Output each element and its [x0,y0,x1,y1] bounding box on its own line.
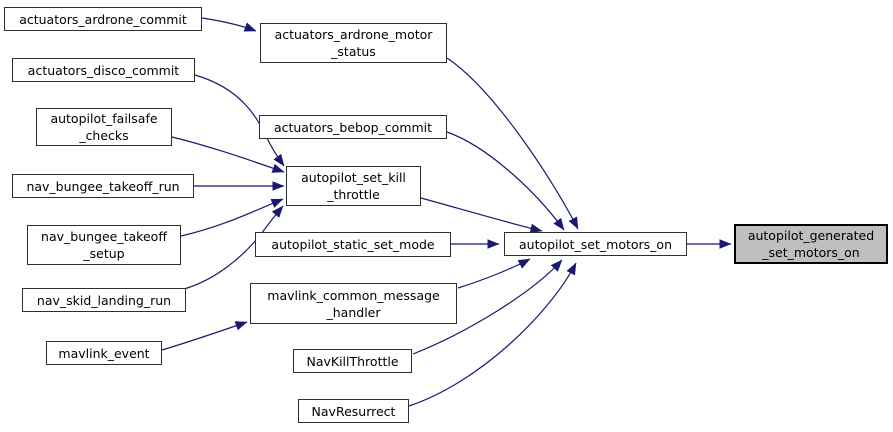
node-label-line: _set_motors_on [762,245,860,260]
node-label-line: autopilot_static_set_mode [271,237,435,252]
node-label-line: _checks [79,128,129,143]
edge-mavlink_event--to--mavlink_common_message_handler [161,321,248,351]
node-NavResurrect[interactable]: NavResurrect [298,399,409,423]
edge-autopilot_failsafe_checks--to--autopilot_set_kill_throttle [171,136,285,173]
node-NavKillThrottle[interactable]: NavKillThrottle [293,349,412,373]
node-label-line: actuators_ardrone_commit [19,11,187,27]
node-autopilot_set_kill_throttle[interactable]: autopilot_set_kill _throttle [286,166,421,206]
node-actuators_bebop_commit[interactable]: actuators_bebop_commit [259,115,447,139]
edge-nav_bungee_takeoff_setup--to--autopilot_set_kill_throttle [180,198,284,237]
node-autopilot_generated_set_motors_on: autopilot_generated _set_motors_on [734,224,888,264]
node-label-line: _status [331,44,376,59]
node-label-line: autopilot_set_motors_on [518,236,672,252]
node-mavlink_common_message_handler[interactable]: mavlink_common_message_handler [250,283,457,324]
node-actuators_ardrone_commit[interactable]: actuators_ardrone_commit [4,7,202,31]
node-nav_bungee_takeoff_setup[interactable]: nav_bungee_takeoff _setup [27,225,181,265]
node-autopilot_failsafe_checks[interactable]: autopilot_failsafe _checks [36,108,172,146]
node-label-line: nav_skid_landing_run [36,292,172,308]
node-label-line: autopilot_failsafe [50,111,158,126]
edge-actuators_ardrone_commit--to--actuators_ardrone_motor_status [201,17,257,32]
node-label-line: nav_bungee_takeoff_run [26,178,180,194]
node-label-line: actuators_ardrone_motor [274,27,433,42]
node-label-line: mavlink_event [58,345,150,361]
node-label-line: autopilot_set_kill [301,170,406,185]
node-label-line: actuators_disco_commit [27,62,180,78]
node-actuators_ardrone_motor_status[interactable]: actuators_ardrone_motor _status [260,23,447,63]
edge-actuators_bebop_commit--to--autopilot_set_motors_on [446,131,565,231]
node-label-line: mavlink_common_message [267,287,440,303]
node-label-line: nav_bungee_takeoff [41,229,167,244]
node-label-line: actuators_bebop_commit [273,119,433,135]
node-label-line: _handler [326,304,381,320]
edge-autopilot_set_kill_throttle--to--autopilot_set_motors_on [420,197,543,234]
node-nav_bungee_takeoff_run[interactable]: nav_bungee_takeoff_run [12,174,194,198]
node-mavlink_event[interactable]: mavlink_event [46,341,162,365]
node-label-line: NavKillThrottle [306,353,399,369]
edge-NavKillThrottle--to--autopilot_set_motors_on [412,259,563,355]
node-actuators_disco_commit[interactable]: actuators_disco_commit [12,58,195,82]
node-label-line: NavResurrect [311,403,396,419]
node-autopilot_set_motors_on[interactable]: autopilot_set_motors_on [504,232,687,256]
node-label-line: autopilot_generated [747,228,875,243]
edge-mavlink_common_message_handler--to--autopilot_set_motors_on [457,258,531,289]
node-label-line: _throttle [327,187,380,202]
edge-NavResurrect--to--autopilot_set_motors_on [408,262,577,407]
edge-actuators_ardrone_motor_status--to--autopilot_set_motors_on [446,57,579,230]
node-label-line: _setup [83,246,125,261]
node-autopilot_static_set_mode[interactable]: autopilot_static_set_mode [255,232,451,257]
node-nav_skid_landing_run[interactable]: nav_skid_landing_run [22,288,186,312]
